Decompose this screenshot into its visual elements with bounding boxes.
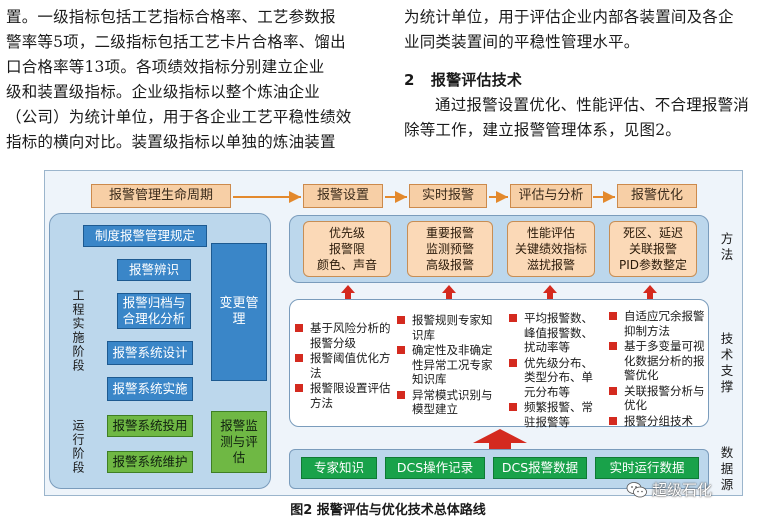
tech-item: 确定性及非确定性异常工况专家知识库: [397, 343, 501, 387]
data-side-label: 数据源: [720, 445, 734, 492]
phase-operation-label: 运行阶段: [71, 419, 85, 475]
data-source-dcs-alarm: DCS报警数据: [493, 457, 587, 479]
tech-item: 关联报警分析与优化: [609, 384, 707, 413]
tech-column: 平均报警数、峰值报警数、扰动率等 优先级分布、类型分布、单元分布等 频繁报警、常…: [509, 311, 603, 430]
step-identification: 报警辨识: [117, 259, 191, 281]
lifecycle-box: 报警管理生命周期: [91, 184, 231, 208]
tech-item: 基于风险分析的报警分级: [295, 321, 391, 350]
step-maintenance: 报警系统维护: [107, 451, 193, 473]
text-line: 指标的横向对比。装置级指标以单独的炼油装置: [6, 133, 336, 151]
figure-caption: 图2 报警评估与优化技术总体路线: [290, 503, 486, 518]
tech-item: 报警规则专家知识库: [397, 313, 501, 342]
change-management-box: 变更管理: [211, 243, 267, 381]
stage-evaluation: 评估与分析: [510, 184, 592, 208]
method-box: 重要报警 监测预警 高级报警: [407, 221, 493, 277]
left-column-text: 置。一级指标包括工艺指标合格率、工艺参数报 警率等5项，二级指标包括工艺卡片合格…: [6, 5, 378, 155]
phase-engineering-label: 工程实施阶段: [71, 289, 85, 373]
text-line: 级和装置级指标。企业级指标以整个炼油企业: [6, 83, 321, 101]
data-source-expert: 专家知识: [301, 457, 377, 479]
text-line: 口合格率等13项。各项绩效指标分别建立企业: [6, 58, 325, 76]
text-line: 除等工作，建立报警管理体系，见图2。: [404, 121, 681, 139]
text-line: 警率等5项，二级指标包括工艺卡片合格率、馏出: [6, 33, 346, 51]
tech-item: 报警阈值优化方法: [295, 351, 391, 380]
watermark-text: 超级石化: [652, 481, 713, 499]
tech-item: 异常模式识别与模型建立: [397, 388, 501, 417]
right-column-text: 为统计单位，用于评估企业内部各装置间及各企 业同类装置间的平稳性管理水平。 2 …: [404, 5, 770, 143]
section-number: 2: [404, 71, 415, 89]
stage-alarm-setting: 报警设置: [303, 184, 383, 208]
red-up-arrow: [341, 285, 355, 299]
tech-item: 报警限设置评估方法: [295, 381, 391, 410]
tech-item: 频繁报警、常驻报警等: [509, 400, 603, 429]
method-box: 优先级 报警限 颜色、声音: [303, 221, 391, 277]
tech-item: 报警分组技术: [609, 414, 707, 429]
text-line: 置。一级指标包括工艺指标合格率、工艺参数报: [6, 8, 336, 26]
red-up-arrow: [442, 285, 456, 299]
step-commissioning: 报警系统投用: [107, 415, 193, 437]
regulation-box: 制度报警管理规定: [83, 225, 207, 247]
section-heading: 2 报警评估技术: [404, 68, 770, 93]
method-side-label: 方法: [720, 231, 734, 262]
monitor-evaluate-box: 报警监测与评估: [211, 411, 267, 473]
text-line: 业同类装置间的平稳性管理水平。: [404, 33, 640, 51]
watermark: 超级石化: [626, 479, 712, 500]
stage-realtime-alarm: 实时报警: [409, 184, 487, 208]
tech-support-panel: [289, 299, 709, 427]
tech-item: 自适应冗余报警抑制方法: [609, 309, 707, 338]
figure-2: 报警管理生命周期 报警设置 实时报警 评估与分析 报警优化 制度报警管理规定 报…: [44, 170, 743, 496]
tech-item: 基于多变量可视化数据分析的报警优化: [609, 339, 707, 383]
step-implementation: 报警系统实施: [107, 377, 193, 401]
data-source-dcs-ops: DCS操作记录: [385, 457, 485, 479]
wechat-icon: [626, 481, 647, 497]
section-title: 报警评估技术: [430, 71, 523, 89]
tech-column: 自适应冗余报警抑制方法 基于多变量可视化数据分析的报警优化 关联报警分析与优化 …: [609, 309, 707, 429]
red-up-arrow: [643, 285, 657, 299]
tech-item: 优先级分布、类型分布、单元分布等: [509, 356, 603, 400]
stage-optimization: 报警优化: [617, 184, 697, 208]
tech-column: 报警规则专家知识库 确定性及非确定性异常工况专家知识库 异常模式识别与模型建立: [397, 313, 501, 418]
step-rationalization: 报警归档与合理化分析: [117, 293, 191, 329]
method-box: 死区、延迟 关联报警 PID参数整定: [609, 221, 697, 277]
method-box: 性能评估 关键绩效指标 滋扰报警: [507, 221, 595, 277]
data-source-realtime: 实时运行数据: [595, 457, 699, 479]
red-up-arrow: [543, 285, 557, 299]
tech-side-label: 技术支撑: [720, 331, 734, 394]
text-line: （公司）为统计单位，用于各企业工艺平稳性绩效: [6, 108, 352, 126]
red-up-arrow: [473, 429, 527, 449]
text-line: 通过报警设置优化、性能评估、不合理报警消: [435, 96, 750, 114]
tech-item: 平均报警数、峰值报警数、扰动率等: [509, 311, 603, 355]
tech-column: 基于风险分析的报警分级 报警阈值优化方法 报警限设置评估方法: [295, 321, 391, 411]
step-design: 报警系统设计: [107, 341, 193, 365]
text-line: 为统计单位，用于评估企业内部各装置间及各企: [404, 8, 734, 26]
